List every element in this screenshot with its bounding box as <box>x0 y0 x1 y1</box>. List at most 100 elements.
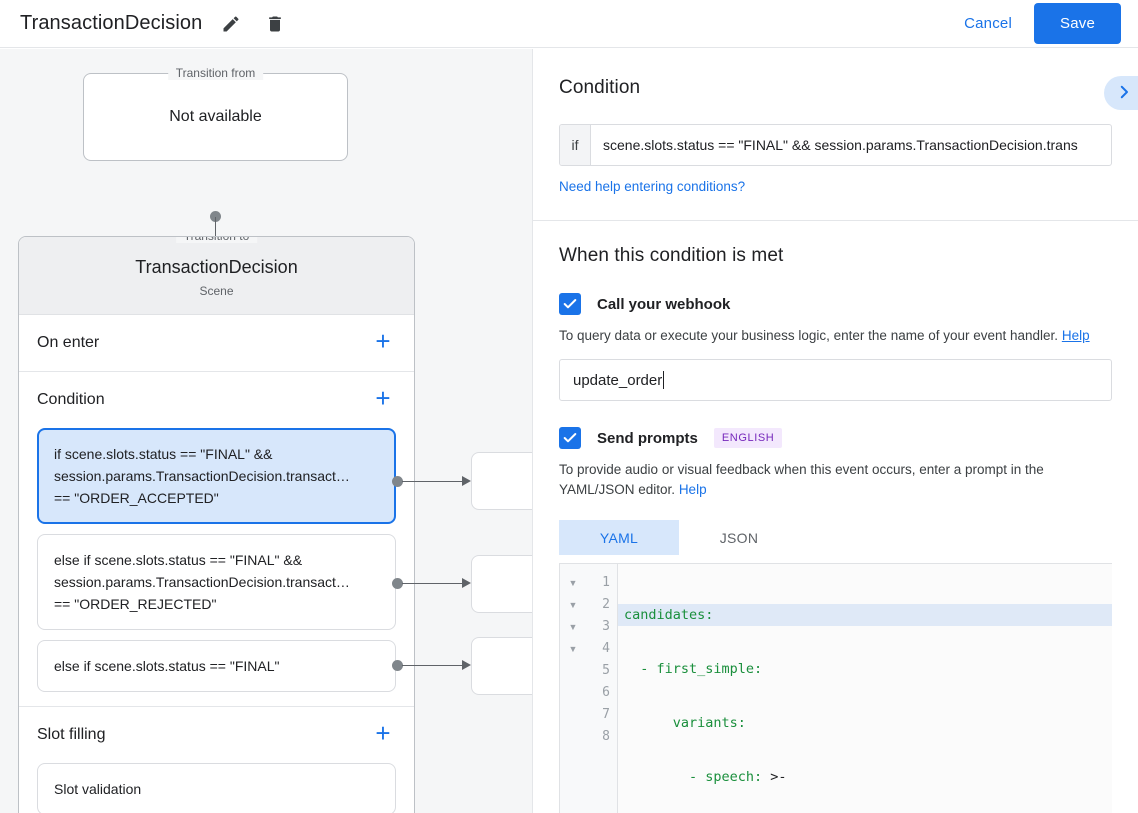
prompts-checkbox[interactable] <box>559 427 581 449</box>
editor-code-area[interactable]: candidates: - first_simple: variants: - … <box>618 564 1112 813</box>
editor-fold-column: ▼ ▼ ▼ ▼ <box>560 564 586 813</box>
section-title-condition: Condition <box>37 391 105 408</box>
fold-toggle-4[interactable]: ▼ <box>568 644 578 654</box>
branch-arrow-icon <box>462 578 471 588</box>
slot-filling-list: Slot validation <box>37 763 396 813</box>
tab-yaml[interactable]: YAML <box>559 520 679 555</box>
yaml-editor[interactable]: ▼ ▼ ▼ ▼ 1 2 3 4 5 6 7 8 candidates: <box>559 563 1112 813</box>
webhook-description-text: To query data or execute your business l… <box>559 328 1059 343</box>
code-token-plain: >- <box>762 769 787 785</box>
line-number: 5 <box>602 663 610 678</box>
section-on-enter: On enter + <box>19 315 414 372</box>
condition-line: else if scene.slots.status == "FINAL" && <box>54 552 303 568</box>
panel-title: Condition <box>559 77 641 98</box>
check-icon <box>563 299 577 309</box>
condition-line: session.params.TransactionDecision.trans… <box>54 574 350 590</box>
branch-target-1[interactable] <box>471 555 532 613</box>
transition-from-legend: Transition from <box>167 66 264 80</box>
branch-dot-icon <box>392 578 403 589</box>
section-title-on-enter: On enter <box>37 334 100 351</box>
when-met-title: When this condition is met <box>559 245 784 266</box>
condition-line: session.params.TransactionDecision.trans… <box>54 468 350 484</box>
top-bar: TransactionDecision Cancel Save <box>0 0 1138 48</box>
save-button[interactable]: Save <box>1034 3 1121 44</box>
slot-validation-item[interactable]: Slot validation <box>37 763 396 813</box>
prompts-description-text: To provide audio or visual feedback when… <box>559 462 1044 497</box>
code-token-key: candidates: <box>624 607 714 623</box>
section-header: Slot filling + <box>37 707 396 763</box>
editor-format-tabs: YAML JSON <box>559 520 1112 555</box>
scene-kind: Scene <box>199 284 234 298</box>
chevron-right-icon <box>1115 83 1133 104</box>
edit-button[interactable] <box>216 9 246 39</box>
webhook-handler-value: update_order <box>573 371 663 389</box>
branch-arrow-icon <box>462 476 471 486</box>
scene-card-header: TransactionDecision Scene <box>19 237 414 315</box>
branch-line <box>402 481 464 482</box>
pencil-icon <box>221 14 241 34</box>
line-number: 2 <box>602 597 610 612</box>
prompts-description: To provide audio or visual feedback when… <box>559 460 1112 500</box>
scene-card: Transition to TransactionDecision Scene … <box>18 236 415 813</box>
condition-item-2[interactable]: else if scene.slots.status == "FINAL" <box>37 640 396 692</box>
webhook-checkbox[interactable] <box>559 293 581 315</box>
webhook-description: To query data or execute your business l… <box>559 326 1112 346</box>
code-token-key: variants: <box>624 715 746 731</box>
line-number: 7 <box>602 707 610 722</box>
section-header: Condition + <box>37 372 396 428</box>
prompts-label: Send prompts <box>597 429 698 447</box>
line-number: 4 <box>602 641 610 656</box>
code-line: - speech: >- <box>618 766 1112 788</box>
line-number: 1 <box>602 575 610 590</box>
fold-toggle-2[interactable]: ▼ <box>568 600 578 610</box>
condition-help-link[interactable]: Need help entering conditions? <box>559 179 746 194</box>
webhook-label: Call your webhook <box>597 295 731 313</box>
branch-arrow-icon <box>462 660 471 670</box>
connector-dot <box>210 211 221 222</box>
add-slot-filling-button[interactable]: + <box>370 720 396 748</box>
section-slot-filling: Slot filling + Slot validation <box>19 707 414 813</box>
scene-canvas[interactable]: Transition from Not available Transition… <box>0 49 532 813</box>
line-number: 6 <box>602 685 610 700</box>
transition-from-card: Transition from Not available <box>83 66 348 161</box>
delete-button[interactable] <box>260 9 290 39</box>
webhook-row: Call your webhook <box>559 293 1112 315</box>
tab-json[interactable]: JSON <box>719 529 759 546</box>
editor-line-numbers: 1 2 3 4 5 6 7 8 <box>586 564 618 813</box>
code-line: - first_simple: <box>618 658 1112 680</box>
details-panel: Condition if scene.slots.status == "FINA… <box>532 49 1138 813</box>
prompts-row: Send prompts ENGLISH <box>559 427 1112 449</box>
when-condition-met-block: When this condition is met Call your web… <box>533 221 1138 813</box>
webhook-handler-input[interactable]: update_order <box>559 359 1112 401</box>
code-token-key: - speech: <box>624 769 763 785</box>
slot-validation-label: Slot validation <box>54 781 142 797</box>
fold-toggle-3[interactable]: ▼ <box>568 622 578 632</box>
add-condition-button[interactable]: + <box>370 385 396 413</box>
condition-if-label: if <box>560 125 591 165</box>
branch-target-2[interactable] <box>471 637 532 695</box>
code-token-key: - first_simple: <box>624 661 763 677</box>
expand-panel-button[interactable] <box>1104 76 1138 110</box>
condition-item-1[interactable]: else if scene.slots.status == "FINAL" &&… <box>37 534 396 630</box>
line-number: 3 <box>602 619 610 634</box>
condition-line: else if scene.slots.status == "FINAL" <box>54 658 280 674</box>
condition-block: Condition if scene.slots.status == "FINA… <box>533 49 1138 221</box>
text-caret <box>663 371 665 389</box>
condition-line: == "ORDER_ACCEPTED" <box>54 490 219 506</box>
branch-dot-icon <box>392 660 403 671</box>
branch-line <box>402 583 464 584</box>
trash-icon <box>265 14 285 34</box>
add-on-enter-button[interactable]: + <box>370 328 396 356</box>
condition-input[interactable]: scene.slots.status == "FINAL" && session… <box>603 137 1078 153</box>
prompts-help-link[interactable]: Help <box>678 482 707 497</box>
fold-toggle-1[interactable]: ▼ <box>568 578 578 588</box>
transition-to-legend: Transition to <box>175 237 258 243</box>
condition-input-row[interactable]: if scene.slots.status == "FINAL" && sess… <box>559 124 1112 166</box>
branch-target-0[interactable] <box>471 452 532 510</box>
section-header: On enter + <box>37 315 396 371</box>
cancel-button[interactable]: Cancel <box>952 7 1024 40</box>
webhook-help-link[interactable]: Help <box>1061 328 1090 343</box>
condition-item-0[interactable]: if scene.slots.status == "FINAL" && sess… <box>37 428 396 524</box>
condition-list: if scene.slots.status == "FINAL" && sess… <box>37 428 396 706</box>
